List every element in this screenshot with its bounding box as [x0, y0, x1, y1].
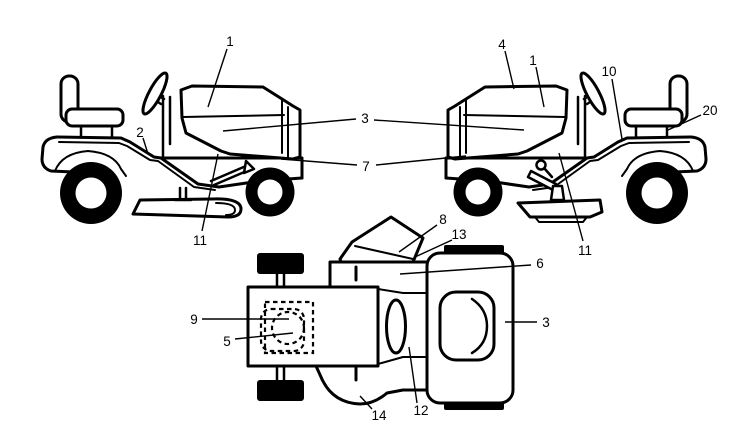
mower-deck: [131, 197, 243, 219]
callout-label-6: 6: [536, 256, 544, 271]
callout-leader-line-1: [535, 66, 545, 108]
discharge-chute-curl: [215, 202, 236, 216]
steering-wheel-top-view: [385, 298, 407, 355]
callout-label-20: 20: [702, 103, 717, 118]
callout-label-7: 7: [362, 159, 370, 174]
front-axles: [275, 271, 286, 383]
top-view-illustration: [246, 215, 515, 410]
dash-console-cover: [338, 215, 425, 264]
callout-leader-line-4: [504, 50, 515, 90]
callout-label-12: 12: [413, 403, 428, 418]
deck-hanger: [549, 184, 566, 202]
callout-leader-line-11: [201, 153, 219, 232]
callout-label-2: 2: [136, 125, 144, 140]
callout-label-1: 1: [529, 53, 537, 68]
callout-label-9: 9: [190, 312, 198, 327]
callout-label-10: 10: [601, 64, 616, 79]
callout-label-8: 8: [439, 212, 447, 227]
front-right-wheel-top-view: [257, 380, 304, 401]
callout-leader-line-11: [558, 152, 584, 242]
callout-leader-line-14: [359, 395, 373, 410]
callout-leader-line-5: [234, 332, 294, 340]
callout-leader-line-7: [375, 155, 467, 166]
callout-label-11: 11: [193, 233, 207, 248]
callout-label-3: 3: [361, 111, 369, 126]
dash-console-crease: [354, 245, 414, 260]
callout-leader-line-3: [373, 119, 525, 131]
callout-leader-line-3: [222, 118, 357, 132]
callout-leader-line-20: [667, 114, 702, 131]
callout-leader-line-10: [611, 78, 623, 140]
deck-hanger: [173, 186, 193, 202]
callout-label-1: 1: [226, 34, 234, 49]
callout-label-3: 3: [542, 315, 550, 330]
seat-contour-line: [470, 297, 489, 355]
callout-label-4: 4: [498, 37, 506, 52]
deck-lip: [534, 216, 588, 223]
callout-leader-line-1: [207, 48, 228, 108]
engine-decal-outline-circle: [270, 310, 306, 346]
callout-leader-line-2: [142, 137, 149, 155]
callout-label-11: 11: [578, 243, 592, 258]
callout-leader-line-6: [399, 264, 532, 275]
lift-lever-knob: [535, 159, 547, 171]
callout-leader-line-12: [408, 346, 418, 404]
front-left-wheel-top-view: [257, 253, 304, 274]
side-view-facing-left-illustration: [444, 68, 708, 226]
callout-leader-line-13: [414, 239, 453, 258]
mower-deck: [516, 198, 604, 219]
lift-lever-shaft: [542, 166, 554, 179]
console-neck-lines: [377, 288, 428, 365]
callout-label-14: 14: [371, 408, 387, 423]
seat-top-view: [438, 290, 496, 362]
side-view-facing-right-illustration: [40, 68, 304, 226]
engine-decal-outline-rect: [263, 300, 315, 355]
callout-label-13: 13: [451, 227, 466, 242]
callout-leader-line-8: [398, 224, 438, 253]
callout-leader-line-7: [280, 158, 358, 166]
deck-lift-bracket: [242, 159, 256, 175]
callout-label-5: 5: [223, 334, 231, 349]
